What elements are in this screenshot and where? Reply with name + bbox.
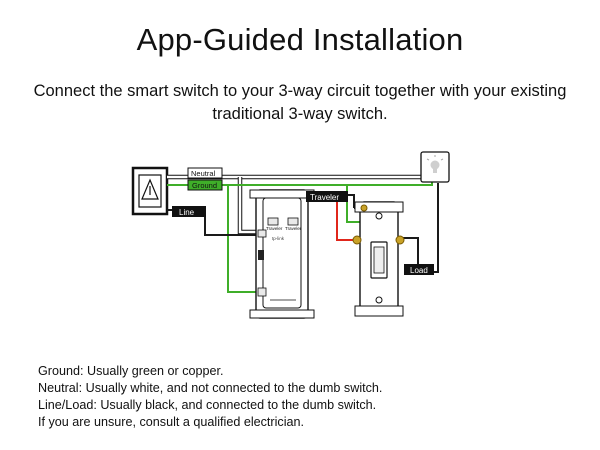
load-wire <box>398 183 439 273</box>
svg-text:Neutral: Neutral <box>191 169 216 178</box>
light-bulb-icon <box>420 151 450 183</box>
wire-notes: Ground: Usually green or copper. Neutral… <box>38 363 578 431</box>
load-label: Load <box>404 264 434 275</box>
svg-text:Line: Line <box>179 208 195 217</box>
note-ground: Ground: Usually green or copper. <box>38 364 224 378</box>
dumb-switch-icon <box>352 201 405 317</box>
svg-text:Traveler: Traveler <box>310 193 339 202</box>
ground-label: Ground <box>187 179 223 191</box>
note-line-load: Line/Load: Usually black, and connected … <box>38 398 377 412</box>
note-neutral: Neutral: Usually white, and not connecte… <box>38 381 383 395</box>
page-title: App-Guided Installation <box>136 22 464 57</box>
breaker-panel-icon <box>131 166 169 216</box>
page-subtitle: Connect the smart switch to your 3-way c… <box>33 82 567 123</box>
wiring-diagram: Neutral Ground Line Traveler Load Travel… <box>0 150 600 340</box>
line-label: Line <box>172 206 206 217</box>
svg-text:Load: Load <box>410 266 428 275</box>
svg-text:Ground: Ground <box>192 181 217 190</box>
smart-switch-icon <box>249 189 315 319</box>
brand-label: tp-link <box>272 236 285 241</box>
terminal-traveler-2-label: Traveler <box>285 226 302 231</box>
terminal-traveler-1-label: Traveler <box>266 226 283 231</box>
traveler-label: Traveler <box>306 191 348 202</box>
note-electrician: If you are unsure, consult a qualified e… <box>38 415 305 429</box>
neutral-label: Neutral <box>187 167 223 179</box>
